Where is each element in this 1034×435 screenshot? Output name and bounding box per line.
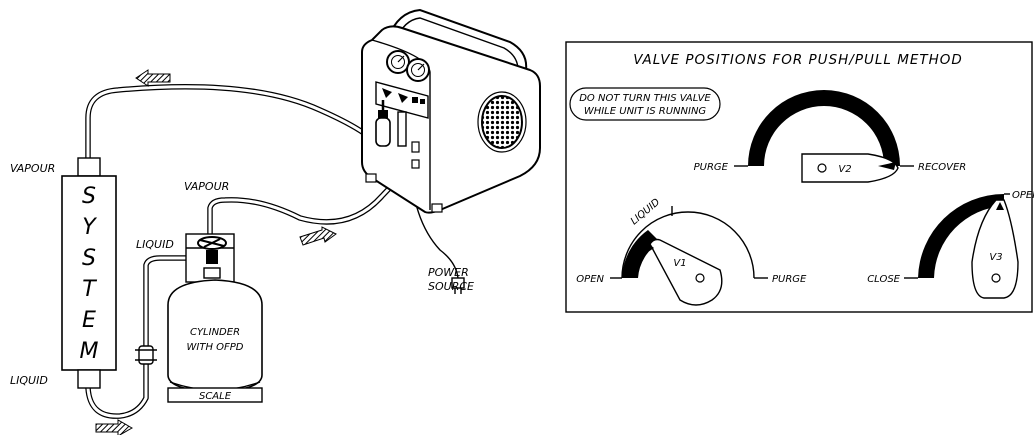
v2-name: V2 [838,164,851,175]
cylinder-name-line1: CYLINDER [190,327,240,338]
system-liquid-label: LIQUID [10,374,48,387]
liquid-line-valve [135,345,157,365]
flow-arrow-right-bottom [95,419,134,435]
system-letter-1: S [82,184,96,209]
v1-name: V1 [673,258,686,269]
scale-label: SCALE [199,391,232,402]
v3-top-label: OPEN [1012,190,1034,201]
v3-name: V3 [989,252,1002,263]
flow-arrow-left-top [135,69,171,87]
v2-right-label: RECOVER [918,162,966,173]
v1-arc-outline [621,211,755,279]
power-plug [451,277,465,294]
warning-box [569,87,721,121]
v1-left-label: OPEN [576,274,604,285]
panel-frame [565,41,1033,313]
v2-handle [801,153,899,183]
system-letter-3: S [82,246,96,271]
power-source-line1: POWER [428,266,469,279]
system-vapour-label: VAPOUR [10,162,55,175]
valve-positions-panel: VALVE POSITIONS FOR PUSH/PULL METHOD DO … [565,41,1034,313]
cylinder-name-line2: WITH OFPD [187,342,244,353]
unit-knob-2 [398,93,408,103]
flow-arrow-right-middle [299,226,337,246]
flow-arrows [95,69,337,435]
v2-left-label: PURGE [694,162,729,173]
v1-handle [649,238,723,306]
hoses [85,83,459,419]
cylinder: CYLINDER WITH OFPD SCALE [167,233,263,403]
v3-handle [971,199,1019,299]
system-letter-4: T [82,277,97,302]
power-source-line2: SOURCE [428,280,474,293]
unit-knob-1 [382,88,392,98]
recovery-unit [361,8,541,214]
system-letter-5: E [82,308,96,333]
warning-line2: WHILE UNIT IS RUNNING [584,106,707,117]
v2-arc [748,90,900,166]
cylinder-liquid-label: LIQUID [136,238,174,251]
fan-grille [481,95,523,149]
v1-arc [622,230,660,278]
panel-title: VALVE POSITIONS FOR PUSH/PULL METHOD [633,52,963,68]
system-column: S Y S T E M [61,157,117,389]
filter-drier [375,117,391,147]
scale [167,387,263,403]
system-letter-2: Y [82,215,97,240]
v3-left-label: CLOSE [867,274,900,285]
system-letter-6: M [80,339,99,364]
cylinder-vapour-label: VAPOUR [184,180,229,193]
warning-line1: DO NOT TURN THIS VALVE [579,93,711,104]
v1-right-label: PURGE [772,274,807,285]
